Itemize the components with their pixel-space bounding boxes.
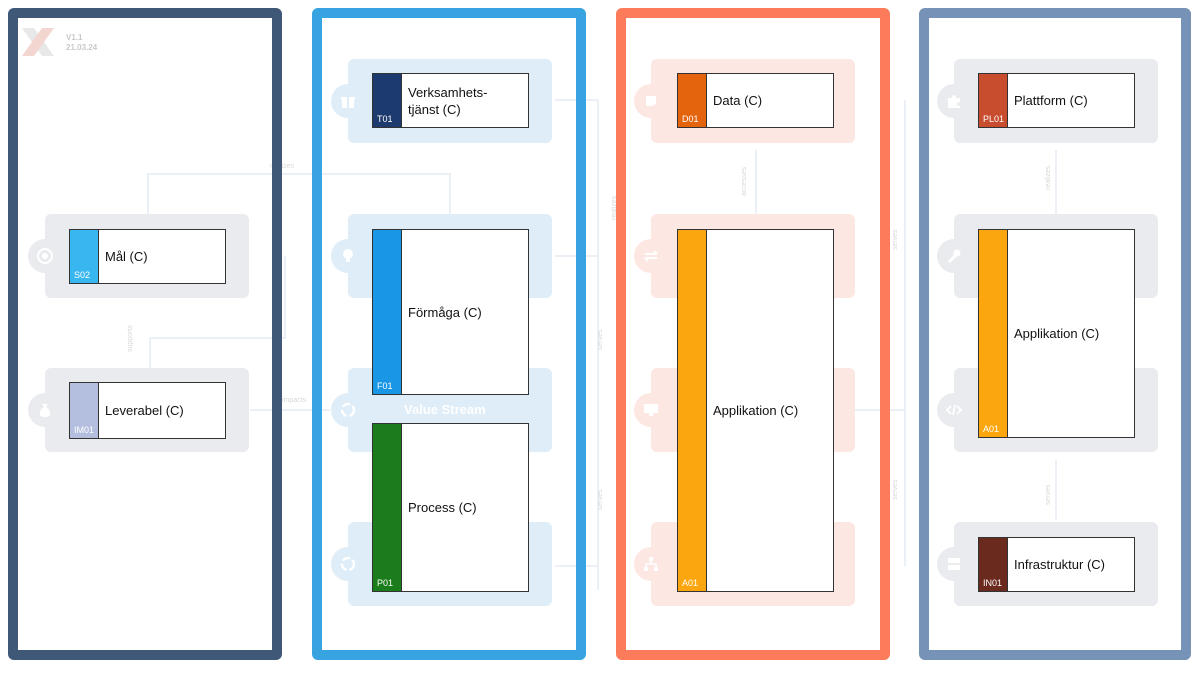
card-label-text: Applikation (C) — [713, 403, 799, 418]
card-label: Leverabel (C) — [99, 383, 225, 438]
connector-label: serves — [597, 329, 604, 350]
card-code: T01 — [377, 114, 393, 124]
card-label-text: Applikation (C) — [1014, 326, 1100, 341]
connector-label: serves — [892, 479, 899, 500]
frame-technology — [919, 8, 1191, 660]
data-icon — [634, 84, 668, 118]
card-label: Process (C) — [402, 424, 528, 591]
version-number: V1.1 — [66, 33, 83, 42]
card-formaga[interactable]: F01 Förmåga (C) — [372, 229, 529, 395]
target-icon — [28, 239, 62, 273]
connector-label: realizes — [611, 195, 618, 220]
card-color-strip: P01 — [373, 424, 402, 591]
card-code: F01 — [377, 381, 393, 391]
wrench-icon — [937, 239, 971, 273]
money-bag-icon — [28, 393, 62, 427]
card-label-text: Förmåga (C) — [408, 304, 482, 320]
card-label-text: Plattform (C) — [1014, 93, 1088, 108]
gift-icon — [331, 84, 365, 118]
card-leverabel[interactable]: IM01 Leverabel (C) — [69, 382, 226, 439]
card-label: Plattform (C) — [1008, 74, 1134, 127]
cycle-icon — [331, 393, 365, 427]
card-color-strip: IN01 — [979, 538, 1008, 591]
card-verksamhetstjanst[interactable]: T01 Verksamhets- tjänst (C) — [372, 73, 529, 128]
connector-label: realizes — [270, 163, 295, 170]
connector-label: accesses — [741, 166, 748, 196]
card-code: S02 — [74, 270, 91, 280]
card-label: Applikation (C) — [707, 230, 833, 591]
card-mal[interactable]: S02 Mål (C) — [69, 229, 226, 284]
lightbulb-icon — [331, 239, 365, 273]
card-code: A01 — [983, 424, 1000, 434]
logo-icon — [20, 26, 56, 63]
card-data[interactable]: D01 Data (C) — [677, 73, 834, 128]
code-icon — [937, 393, 971, 427]
card-label-text: Mål (C) — [105, 249, 148, 264]
card-applikation-tech[interactable]: A01 Applikation (C) — [978, 229, 1135, 438]
connector-label: serves — [892, 229, 899, 250]
frame-business — [312, 8, 586, 660]
card-label-text: Verksamhets- tjänst (C) — [408, 84, 488, 117]
card-label-text: Process (C) — [408, 500, 477, 515]
card-infrastruktur[interactable]: IN01 Infrastruktur (C) — [978, 537, 1135, 592]
cycle-icon — [331, 547, 365, 581]
card-label: Mål (C) — [99, 230, 225, 283]
card-color-strip: T01 — [373, 74, 402, 127]
card-color-strip: PL01 — [979, 74, 1008, 127]
card-label-text: Infrastruktur (C) — [1014, 557, 1106, 572]
card-label-text: Data (C) — [713, 93, 763, 108]
card-label: Förmåga (C) — [402, 230, 528, 394]
frame-information — [616, 8, 890, 660]
card-label-text: Leverabel (C) — [105, 403, 184, 418]
puzzle-icon — [937, 84, 971, 118]
version-info: V1.1 21.03.24 — [66, 33, 97, 53]
card-color-strip: IM01 — [70, 383, 99, 438]
card-code: PL01 — [983, 114, 1005, 124]
frame-strategy — [8, 8, 282, 660]
card-code: D01 — [682, 114, 699, 124]
card-process[interactable]: P01 Process (C) — [372, 423, 529, 592]
card-code: P01 — [377, 578, 394, 588]
connector-label: supports — [127, 325, 134, 352]
card-color-strip: A01 — [678, 230, 707, 591]
card-label: Applikation (C) — [1008, 230, 1134, 437]
connector-label: realizes — [1045, 165, 1052, 190]
server-icon — [937, 547, 971, 581]
network-icon — [634, 547, 668, 581]
exchange-icon — [634, 239, 668, 273]
card-label: Verksamhets- tjänst (C) — [402, 74, 528, 127]
card-plattform[interactable]: PL01 Plattform (C) — [978, 73, 1135, 128]
card-code: A01 — [682, 578, 699, 588]
connector-realizes — [147, 173, 451, 214]
connector-label: serves — [1045, 484, 1052, 505]
connector-mid — [150, 256, 286, 339]
card-color-strip: F01 — [373, 230, 402, 394]
card-label: Data (C) — [707, 74, 833, 127]
card-color-strip: D01 — [678, 74, 707, 127]
monitor-icon — [634, 393, 668, 427]
value-stream-label: Value Stream — [404, 402, 486, 417]
card-code: IN01 — [983, 578, 1003, 588]
card-color-strip: A01 — [979, 230, 1008, 437]
card-label: Infrastruktur (C) — [1008, 538, 1134, 591]
card-color-strip: S02 — [70, 230, 99, 283]
connector-label: serves — [597, 489, 604, 510]
version-date: 21.03.24 — [66, 43, 98, 52]
card-code: IM01 — [74, 425, 95, 435]
connector-label: impacts — [282, 397, 307, 404]
card-applikation-data[interactable]: A01 Applikation (C) — [677, 229, 834, 592]
